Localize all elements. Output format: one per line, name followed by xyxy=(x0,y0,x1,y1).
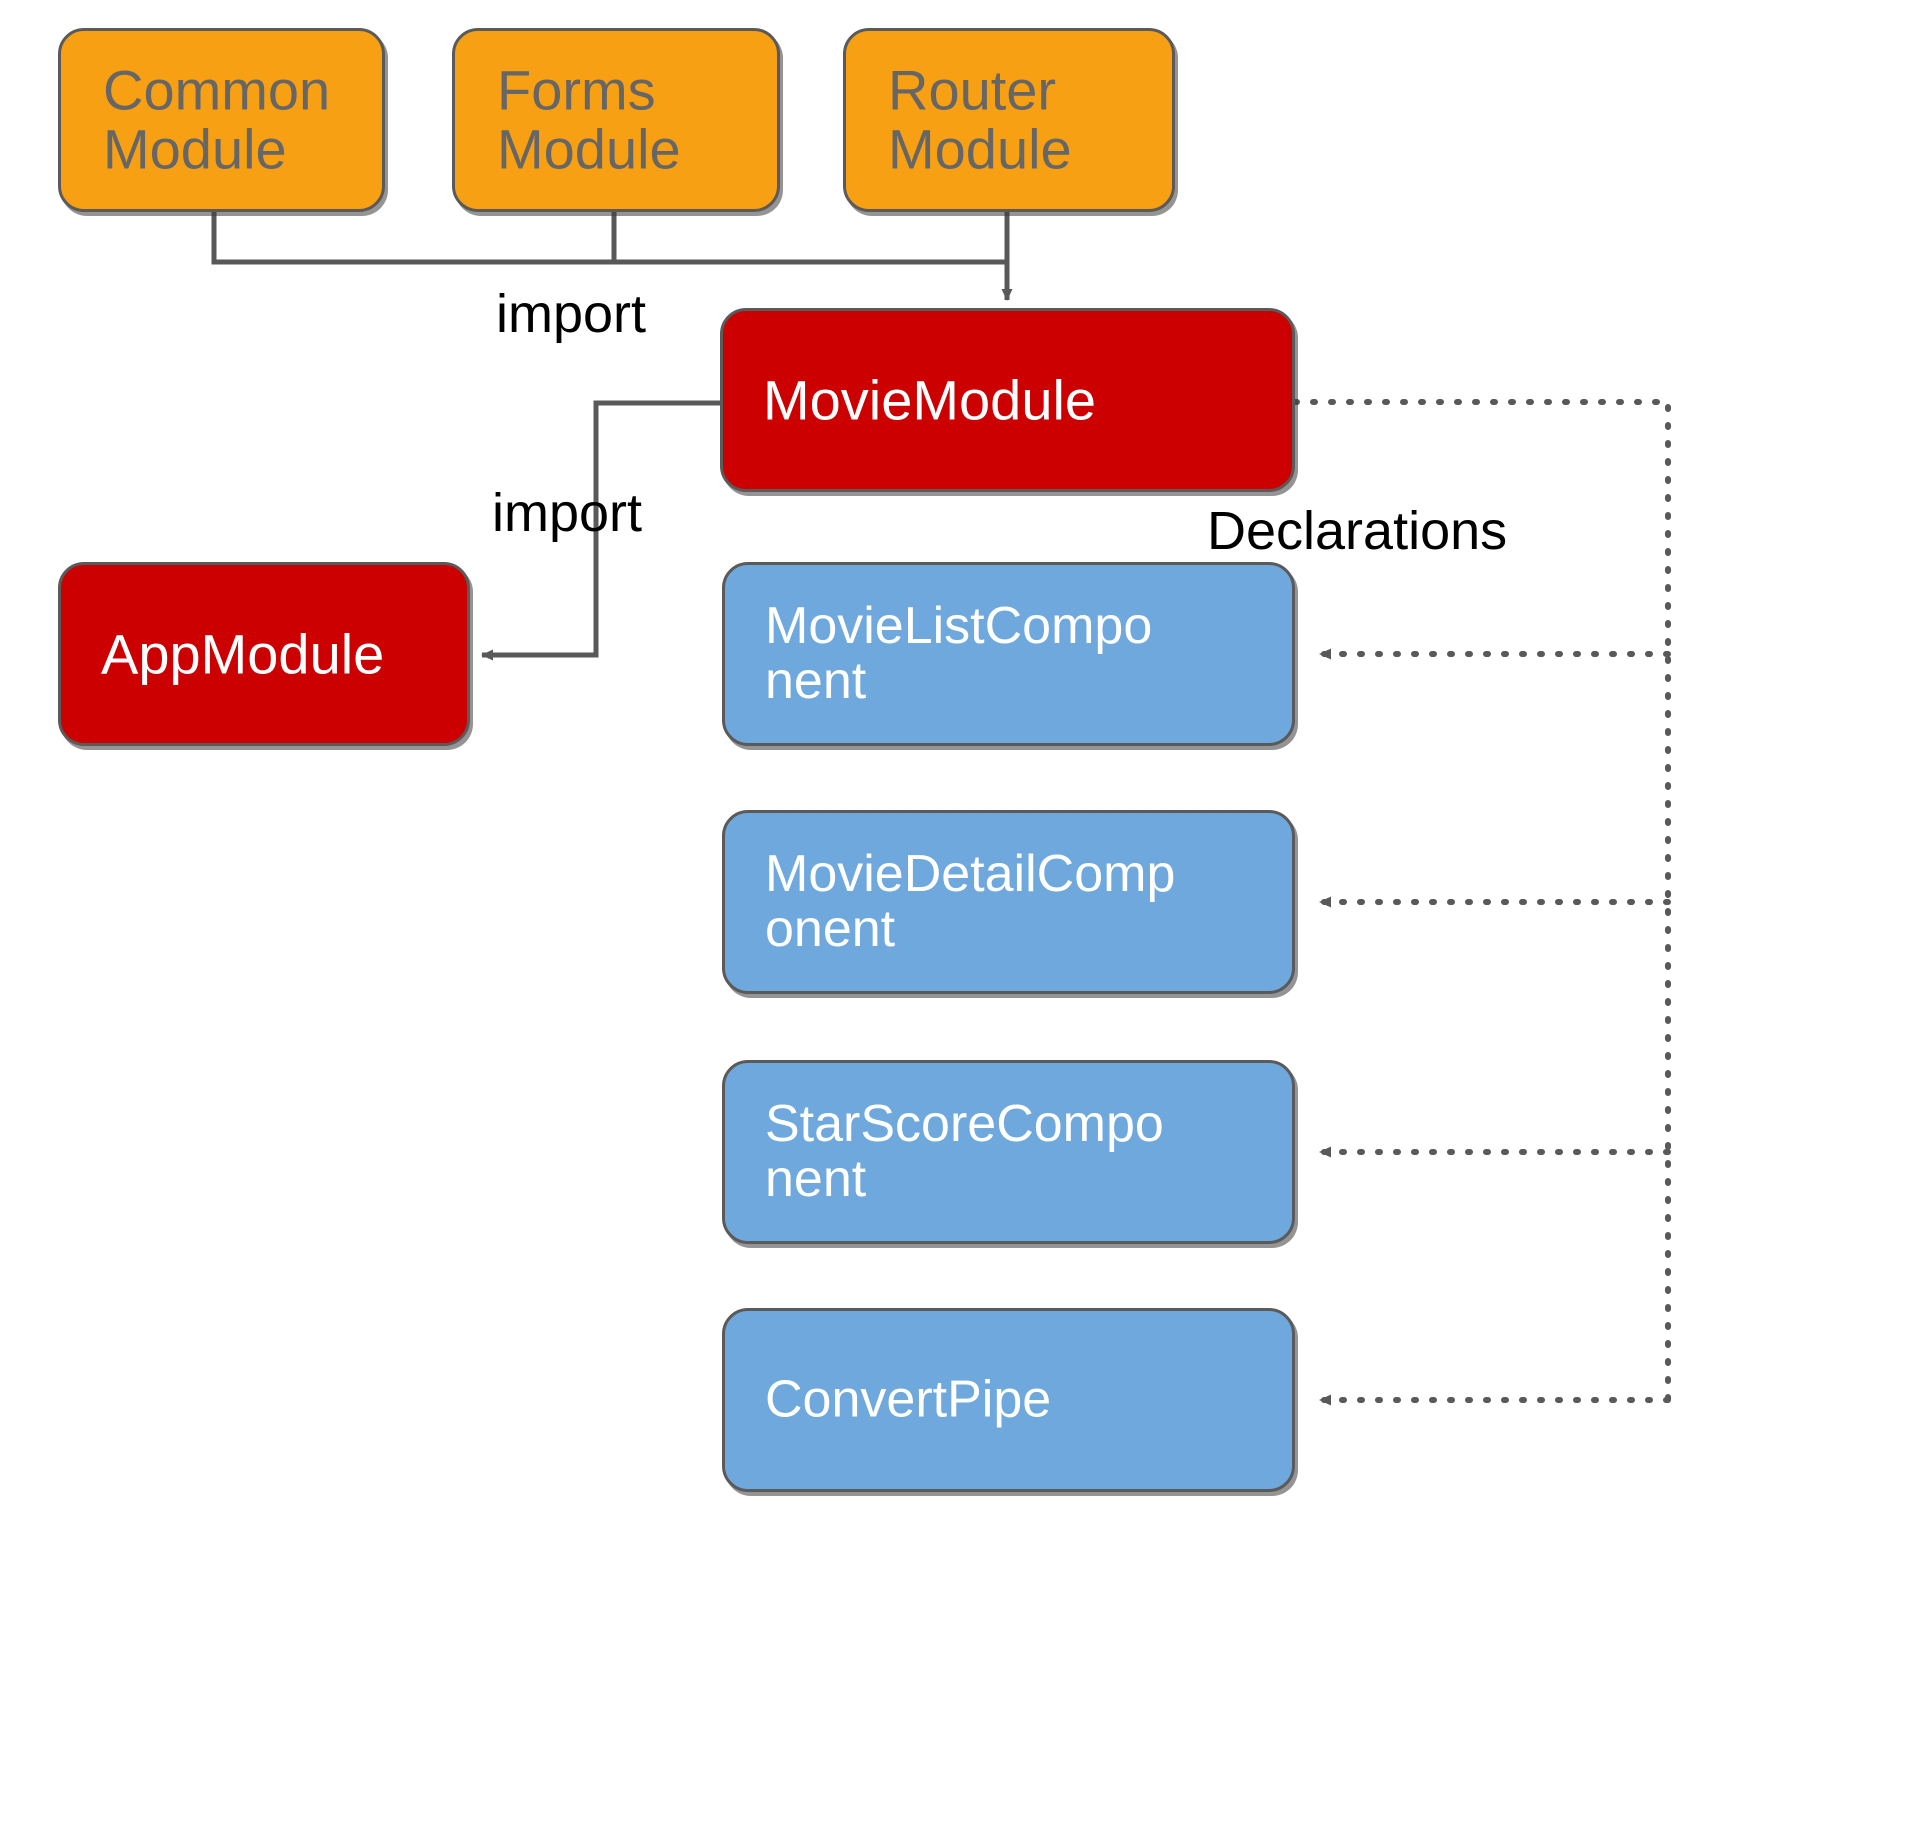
node-convert-pipe-label: ConvertPipe xyxy=(765,1370,1052,1429)
node-star-score-component-label: StarScoreCompo nent xyxy=(765,1094,1164,1208)
node-movie-module-label: MovieModule xyxy=(763,368,1097,432)
node-movie-list-component[interactable]: MovieListCompo nent xyxy=(722,562,1295,746)
node-common-module[interactable]: Common Module xyxy=(58,28,385,212)
edge-common-to-movie xyxy=(211,212,1007,265)
edge-label-import-app: import xyxy=(492,483,643,543)
node-common-module-label: Common Module xyxy=(103,58,331,181)
node-convert-pipe[interactable]: ConvertPipe xyxy=(722,1308,1295,1492)
edge-declarations-bus xyxy=(1292,399,1671,1403)
node-forms-module-label: Forms Module xyxy=(497,58,681,181)
node-app-module[interactable]: AppModule xyxy=(58,562,470,746)
node-movie-module[interactable]: MovieModule xyxy=(720,308,1295,492)
node-movie-list-component-label: MovieListCompo nent xyxy=(765,596,1153,710)
node-star-score-component[interactable]: StarScoreCompo nent xyxy=(722,1060,1295,1244)
node-app-module-label: AppModule xyxy=(101,622,385,686)
node-movie-detail-component[interactable]: MovieDetailComp onent xyxy=(722,810,1295,994)
edge-movie-to-app xyxy=(481,400,720,661)
node-router-module-label: Router Module xyxy=(888,58,1072,181)
node-forms-module[interactable]: Forms Module xyxy=(452,28,780,212)
node-router-module[interactable]: Router Module xyxy=(843,28,1175,212)
edge-label-import-top: import xyxy=(496,284,647,344)
edge-label-declarations: Declarations xyxy=(1207,501,1508,561)
node-movie-detail-component-label: MovieDetailComp onent xyxy=(765,844,1176,958)
